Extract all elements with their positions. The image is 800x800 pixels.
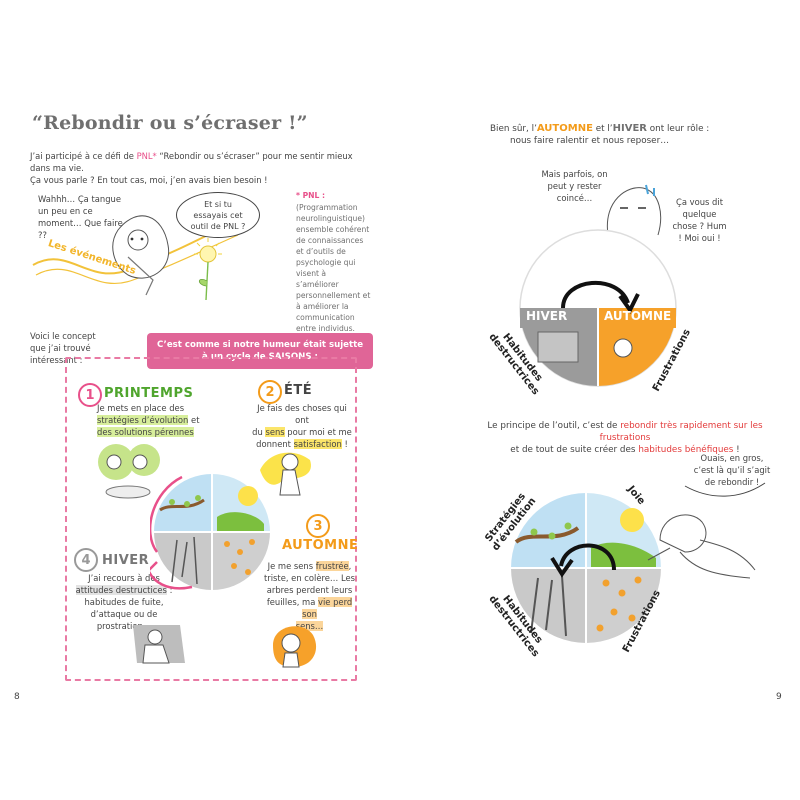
hiver-title: HIVER bbox=[102, 553, 150, 568]
ete-text: Je fais des choses qui ont du sens pour … bbox=[252, 402, 352, 450]
principle-a: Le principe de l’outil, c’est de bbox=[487, 421, 621, 431]
concept-intro: Voici le concept que j’ai trouvé intéres… bbox=[30, 331, 96, 365]
right-intro-automne: AUTOMNE bbox=[536, 123, 593, 134]
printemps-line-1: Je mets en place des bbox=[97, 403, 185, 413]
peeking-character-illustration bbox=[606, 184, 662, 236]
circle1-hiver-label: HIVER bbox=[526, 309, 568, 323]
right-speech-1: Mais parfois, on peut y rester coincé… bbox=[541, 169, 608, 203]
footnote-text: (Programmation neurolinguistique) ensemb… bbox=[296, 203, 371, 333]
speech-bubble-2: Et si tu essayais cet outil de PNL ? bbox=[176, 192, 260, 238]
cycle-circle-1 bbox=[519, 229, 677, 387]
right-intro-2: nous faire ralentir et nous reposer… bbox=[510, 136, 670, 146]
hiver-highlight-attitudes: attitudes destructices bbox=[75, 585, 167, 595]
lightbulb-flower-icon bbox=[194, 238, 222, 301]
automne-illustration bbox=[273, 626, 317, 668]
printemps-highlight-2: des solutions pérennes bbox=[97, 427, 194, 437]
ete-line-3b: ! bbox=[341, 439, 348, 449]
ete-highlight-satisfaction: satisfaction bbox=[293, 439, 342, 449]
printemps-illustration bbox=[98, 444, 160, 499]
ete-line-2a: du bbox=[252, 427, 266, 437]
printemps-number: 1 bbox=[78, 383, 102, 407]
right-intro-hiver: HIVER bbox=[612, 123, 647, 134]
automne-line-1b: , bbox=[348, 561, 352, 571]
printemps-highlight-1: stratégies d’évolution bbox=[97, 415, 189, 425]
automne-text: Je me sens frustrée, triste, en colère… … bbox=[262, 560, 357, 632]
page-title: “Rebondir ou s’écraser !” bbox=[32, 112, 308, 134]
hiver-illustration bbox=[133, 625, 185, 664]
events-wave-illustration bbox=[32, 205, 239, 296]
principle-c: et de tout de suite créer des bbox=[510, 445, 639, 455]
printemps-line-2: et bbox=[188, 415, 200, 425]
automne-line-1: Je me sens bbox=[267, 561, 316, 571]
principle-text: Le principe de l’outil, c’est de rebondi… bbox=[470, 420, 780, 456]
right-speech-3: Ouais, en gros, c’est là qu’il s’agit de… bbox=[693, 453, 771, 487]
ete-highlight-sens: sens bbox=[265, 427, 285, 437]
speech-bubble-1: Wahhh… Ça tangue un peu en ce moment… Qu… bbox=[38, 194, 123, 240]
ete-line-2b: pour moi et me bbox=[284, 427, 352, 437]
right-intro-c: ont leur rôle : bbox=[646, 124, 710, 134]
circle1-automne-label: AUTOMNE bbox=[604, 309, 672, 323]
hiver-text: J’ai recours à des attitudes destructice… bbox=[74, 572, 174, 632]
intro-paragraph: J’ai participé à ce défi de PNL* “Rebond… bbox=[30, 150, 370, 186]
right-intro-a: Bien sûr, l’ bbox=[490, 124, 537, 134]
hiver-line-3: habitudes de fuite, bbox=[84, 597, 164, 607]
speech-bubble-2-text: Et si tu essayais cet outil de PNL ? bbox=[190, 199, 246, 231]
intro-text-2: Ça vous parle ? En tout cas, moi, j’en a… bbox=[30, 175, 268, 185]
hiver-number: 4 bbox=[74, 548, 98, 572]
printemps-text: Je mets en place des stratégies d’évolut… bbox=[97, 402, 247, 438]
seasons-box bbox=[65, 357, 357, 681]
automne-line-2: triste, en colère… Les bbox=[264, 573, 355, 583]
intro-text-a: J’ai participé à ce défi de bbox=[30, 151, 137, 161]
page-number-left: 8 bbox=[14, 692, 20, 702]
automne-highlight-sens: sens… bbox=[295, 621, 324, 631]
automne-line-3: arbres perdent leurs bbox=[266, 585, 353, 595]
pnl-term: PNL* bbox=[136, 151, 157, 161]
cycle-circle-2 bbox=[511, 493, 661, 643]
speech-3-curve bbox=[684, 482, 766, 497]
seasons-wheel-left bbox=[150, 474, 270, 590]
principle-b: rebondir très rapidement sur les frustra… bbox=[599, 421, 763, 443]
intro-text-b: “Rebondir ou s’écraser” pour me sentir m… bbox=[30, 151, 353, 173]
right-intro: Bien sûr, l’AUTOMNE et l’HIVER ont leur … bbox=[490, 123, 750, 147]
hiver-line-2b: : bbox=[166, 585, 173, 595]
automne-title: AUTOMNE bbox=[282, 538, 359, 553]
ete-line-3: donnent bbox=[256, 439, 294, 449]
automne-line-4: feuilles, ma bbox=[266, 597, 318, 607]
ete-number: 2 bbox=[258, 380, 282, 404]
page-number-right: 9 bbox=[776, 692, 782, 702]
ete-line-1: Je fais des choses qui ont bbox=[257, 403, 347, 425]
crawling-character-illustration bbox=[647, 514, 756, 579]
principle-e: ! bbox=[733, 445, 740, 455]
hiver-line-1: J’ai recours à des bbox=[88, 573, 160, 583]
right-speech-2: Ça vous dit quelque chose ? Hum ! Moi ou… bbox=[672, 197, 727, 243]
footnote-title: * PNL : bbox=[296, 191, 326, 200]
automne-number: 3 bbox=[306, 514, 330, 538]
hiver-line-5: prostration… bbox=[96, 621, 152, 631]
principle-d: habitudes bénéfiques bbox=[638, 445, 734, 455]
hiver-line-4: d’attaque ou de bbox=[90, 609, 158, 619]
printemps-title: PRINTEMPS bbox=[104, 386, 194, 401]
right-intro-b: et l’ bbox=[592, 124, 613, 134]
ete-illustration bbox=[260, 452, 311, 496]
automne-highlight-frustree: frustrée bbox=[315, 561, 349, 571]
ete-title: ÉTÉ bbox=[284, 383, 313, 398]
